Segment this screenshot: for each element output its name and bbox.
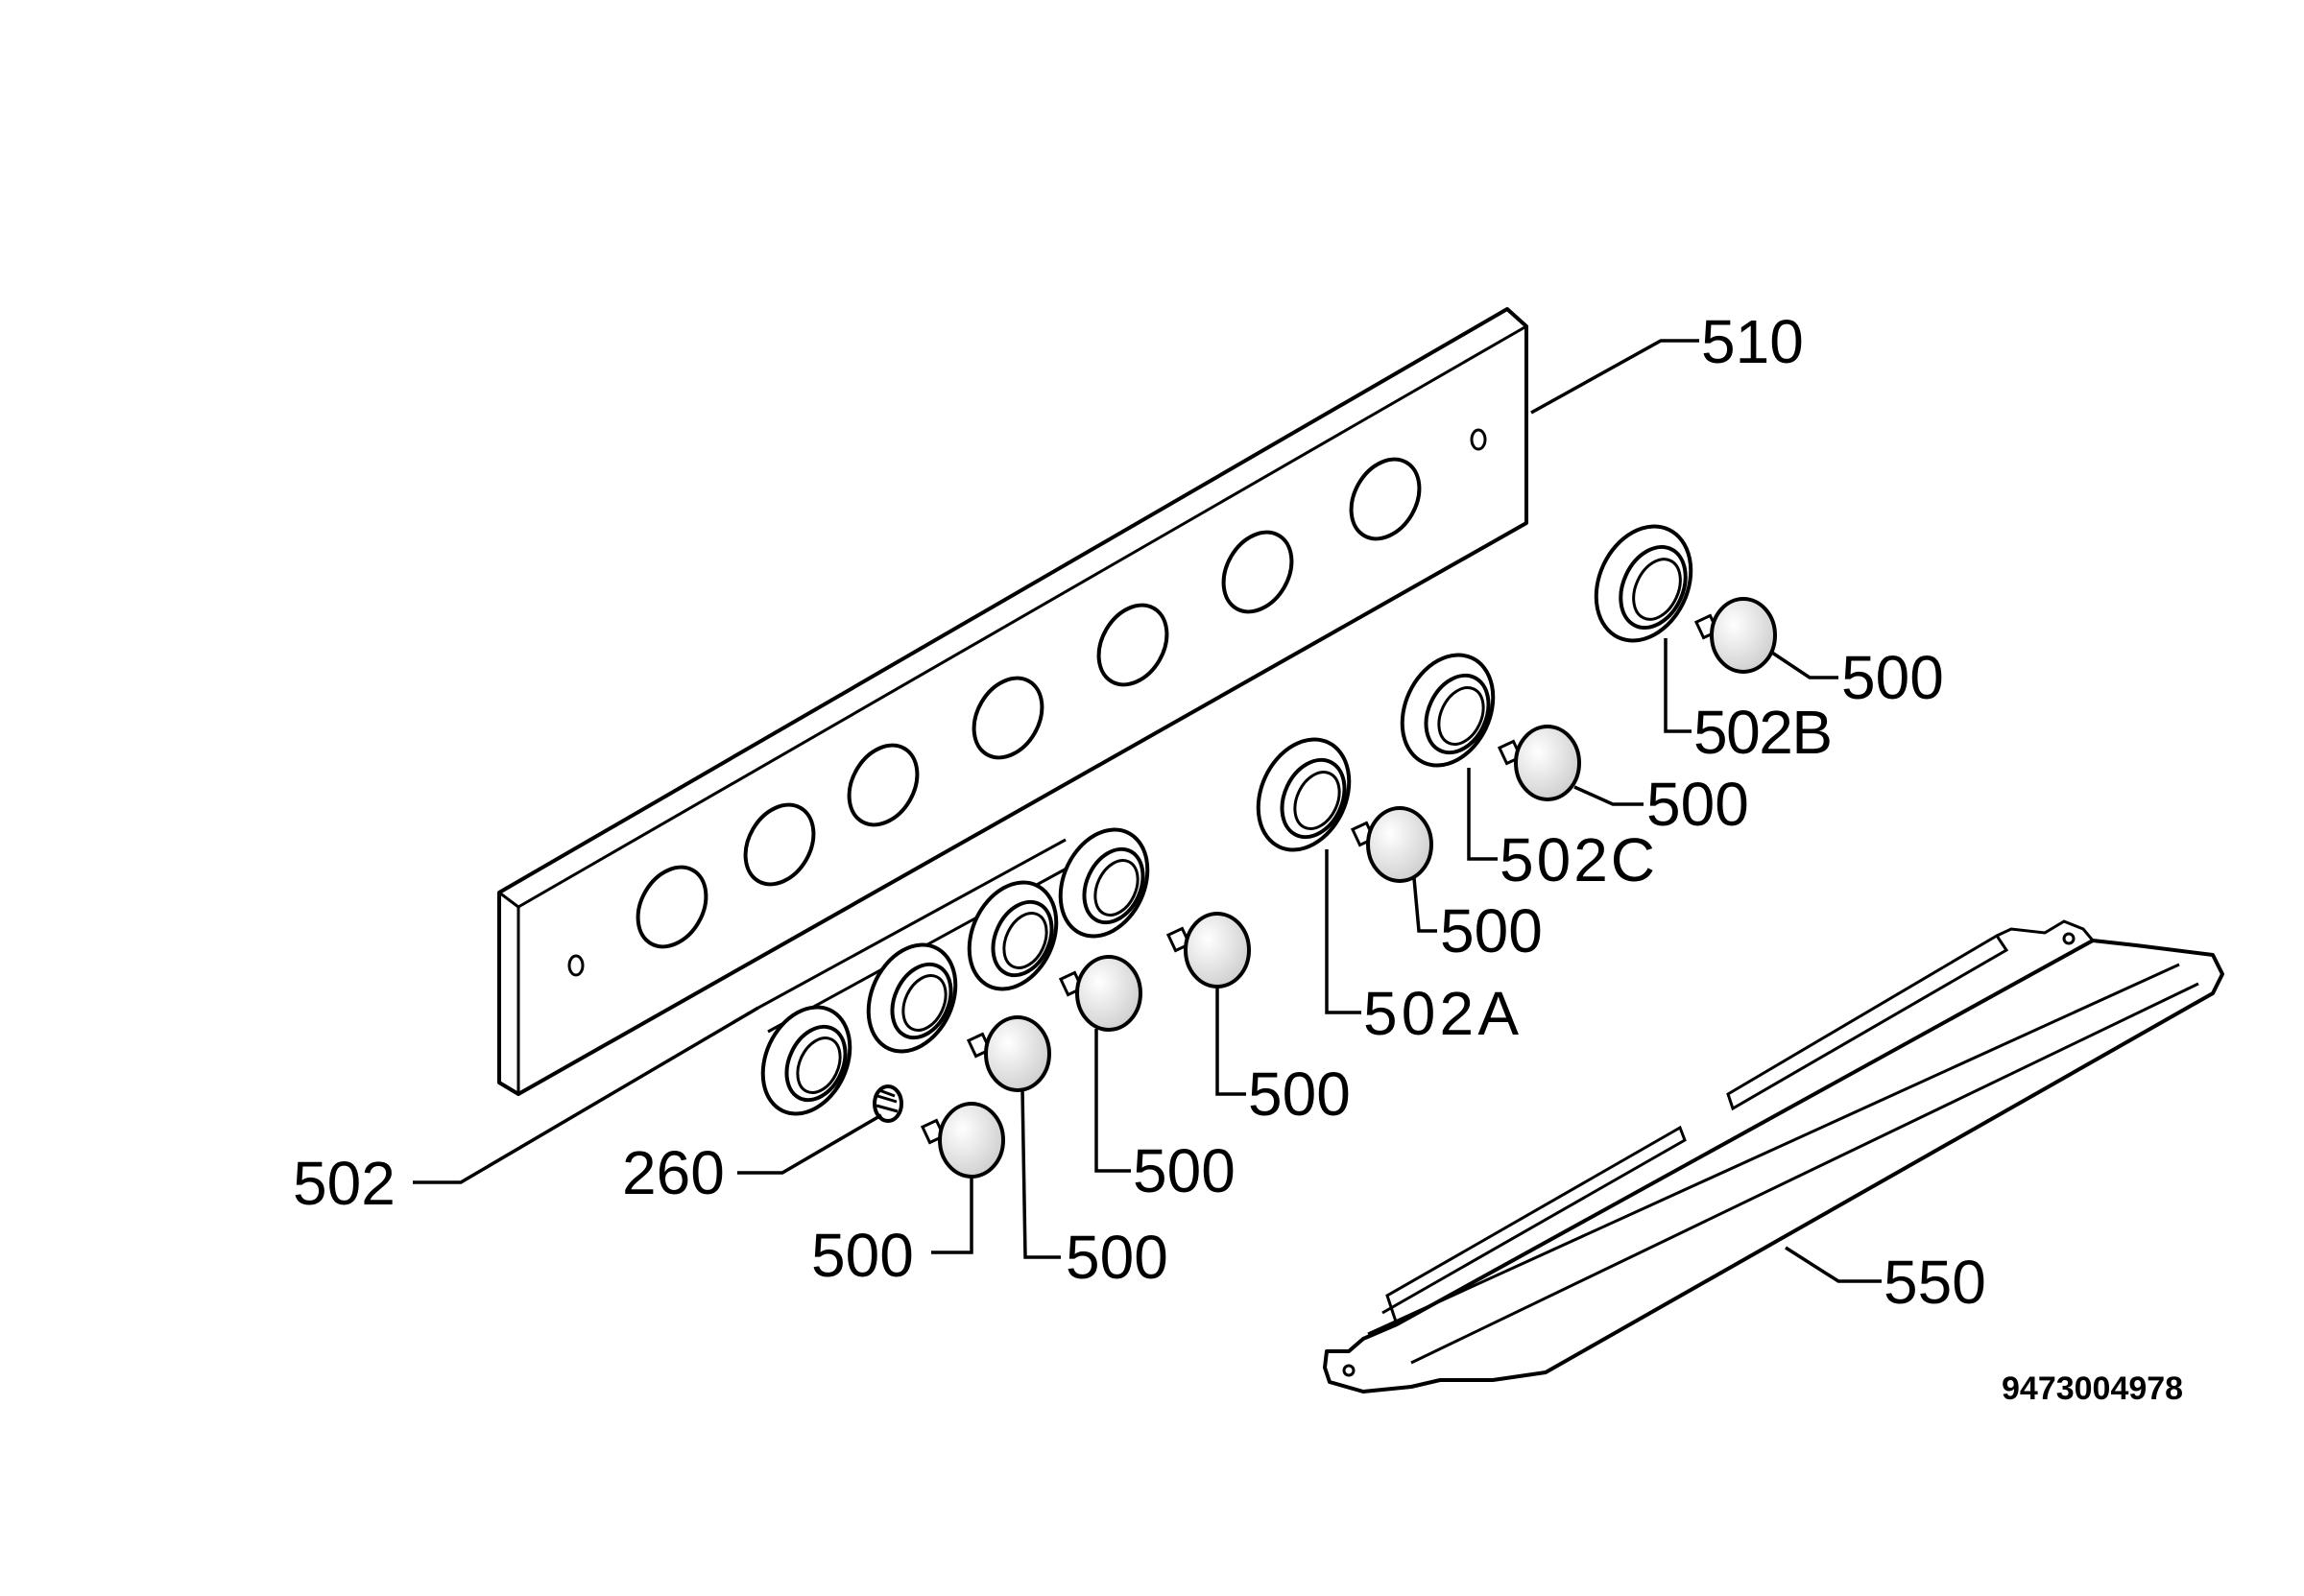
knob-1 — [920, 1102, 1005, 1179]
leader-502c — [1467, 768, 1498, 861]
label-500-k7: 500 — [1841, 643, 1944, 712]
label-500-k4: 500 — [1248, 1060, 1351, 1129]
leader-550 — [1785, 1246, 1882, 1283]
label-500-k6: 500 — [1646, 770, 1749, 839]
label-500-k3: 500 — [1133, 1136, 1236, 1205]
part-labels: 510 502 260 500 500 500 500 502A 500 502… — [293, 307, 1986, 1317]
bezel-part-502b — [1594, 524, 1693, 643]
panel-knob-holes — [636, 457, 1422, 949]
leader-500-k1 — [931, 1176, 973, 1254]
control-knobs-500 — [920, 597, 1777, 1179]
bezel-502-2 — [866, 942, 958, 1054]
trim-strip-part-550 — [1323, 919, 2224, 1394]
bezel-502-4 — [1058, 827, 1150, 939]
bezel-502-1 — [760, 1005, 852, 1116]
leader-lines — [413, 339, 1882, 1283]
label-510: 510 — [1701, 307, 1804, 376]
bezel-part-502a — [1256, 737, 1352, 852]
bezel-part-502c — [1400, 653, 1496, 768]
panel-screw-holes — [567, 428, 1487, 977]
leader-500-k3 — [1094, 1029, 1131, 1173]
knob-7 — [1693, 597, 1777, 674]
leader-500-k6 — [1573, 785, 1644, 806]
label-500-k1: 500 — [811, 1221, 914, 1290]
leader-502b — [1664, 638, 1692, 733]
label-260: 260 — [622, 1138, 725, 1207]
label-500-k5: 500 — [1440, 896, 1543, 965]
spring-part-260 — [873, 1084, 903, 1123]
bezel-502-3 — [967, 880, 1059, 991]
knob-5 — [1350, 806, 1433, 883]
leader-510 — [1530, 339, 1699, 415]
label-502c: 502C — [1500, 825, 1655, 894]
label-500-k2: 500 — [1066, 1223, 1168, 1292]
bezel-row-part-502 — [757, 827, 1150, 1116]
leader-500-k5 — [1412, 877, 1437, 933]
knob-4 — [1165, 912, 1251, 989]
label-502b: 502B — [1693, 698, 1833, 767]
document-number: 9473004978 — [2002, 1370, 2183, 1407]
knob-3 — [1058, 955, 1142, 1032]
label-502a: 502A — [1363, 979, 1519, 1048]
leader-500-k7 — [1771, 651, 1838, 679]
leader-502a — [1325, 849, 1361, 1014]
label-550: 550 — [1884, 1248, 1986, 1317]
leader-500-k2 — [1020, 1088, 1061, 1259]
leader-260 — [737, 1113, 882, 1175]
leader-500-k4 — [1215, 987, 1246, 1096]
leader-502 — [413, 1006, 759, 1184]
label-502: 502 — [293, 1149, 396, 1218]
control-panel-part-510 — [497, 307, 1528, 1096]
knob-6 — [1497, 725, 1581, 801]
knob-2 — [966, 1015, 1051, 1092]
